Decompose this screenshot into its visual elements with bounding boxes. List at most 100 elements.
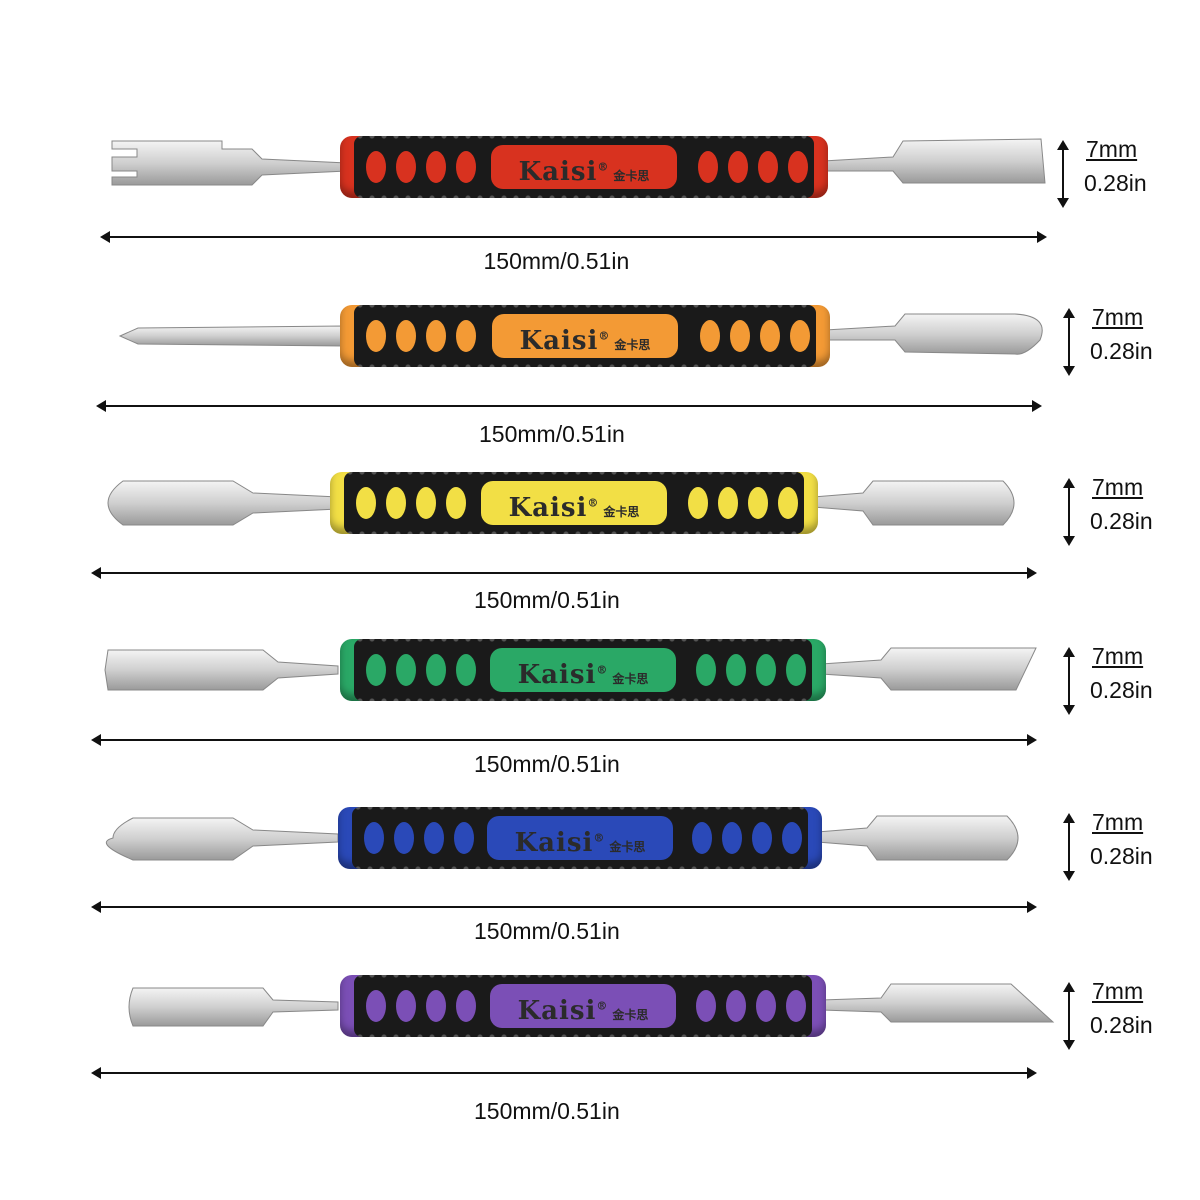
logo-pill: Kaisi®金卡思 [491,145,677,189]
grip-oval [728,151,748,183]
grip-oval [454,822,474,854]
length-label: 150mm/0.51in [474,1098,620,1124]
length-label: 150mm/0.51in [474,587,620,613]
tool-handle: Kaisi®金卡思 [340,975,826,1037]
logo-pill: Kaisi®金卡思 [481,481,667,525]
tool-row: Kaisi®金卡思 150mm/0.51in 7mm 0.28in [0,463,1200,633]
width-arrow [1057,140,1069,208]
brand-logo: Kaisi® [517,995,609,1026]
brand-chinese: 金卡思 [612,671,649,686]
grip-oval [426,151,446,183]
grip-oval [692,822,712,854]
length-arrow [91,734,1037,746]
left-tip [105,817,339,861]
grip-oval [456,654,476,686]
width-mm-label: 7mm [1092,474,1144,500]
grip-oval [726,654,746,686]
right-tip [821,647,1037,691]
width-arrow [1063,308,1075,376]
grip-oval [366,151,386,183]
width-in-label: 0.28in [1084,170,1147,196]
right-tip [813,480,1015,526]
length-arrow [91,901,1037,913]
grip-oval [356,487,376,519]
grip-oval [688,487,708,519]
tool-row: Kaisi®金卡思 150mm/0.51in 7mm 0.28in [0,630,1200,800]
tool-row: Kaisi®金卡思 150mm/0.51in 7mm 0.28in [0,127,1200,297]
grip-oval [696,990,716,1022]
grip-oval [416,487,436,519]
grip-oval [456,151,476,183]
brand-logo: Kaisi® [517,659,609,690]
right-tip [825,313,1043,355]
brand-chinese: 金卡思 [613,168,650,183]
grip-oval [756,654,776,686]
width-arrow [1063,813,1075,881]
tool-handle: Kaisi®金卡思 [330,472,818,534]
grip-oval [698,151,718,183]
brand-chinese: 金卡思 [609,839,646,854]
length-label: 150mm/0.51in [474,751,620,777]
width-arrow [1063,478,1075,546]
logo-pill: Kaisi®金卡思 [487,816,673,860]
grip-oval [790,320,810,352]
width-in-label: 0.28in [1090,677,1153,703]
grip-oval [752,822,772,854]
grip-oval [726,990,746,1022]
width-mm-label: 7mm [1092,809,1144,835]
left-tip [128,987,339,1027]
grip-oval [786,654,806,686]
grip-oval [782,822,802,854]
grip-oval [748,487,768,519]
brand-chinese: 金卡思 [603,504,640,519]
grip-oval [394,822,414,854]
grip-oval [426,320,446,352]
tool-handle: Kaisi®金卡思 [338,807,822,869]
width-arrow [1063,647,1075,715]
width-in-label: 0.28in [1090,338,1153,364]
logo-pill: Kaisi®金卡思 [490,984,676,1028]
length-label: 150mm/0.51in [483,248,630,274]
width-mm-label: 7mm [1092,643,1144,669]
brand-chinese: 金卡思 [614,337,651,352]
left-tip [111,140,348,186]
left-tip [104,649,339,691]
width-arrow [1063,982,1075,1050]
tool-row: Kaisi®金卡思 150mm/0.51in 7mm 0.28in [0,966,1200,1136]
grip-oval [426,654,446,686]
grip-oval [756,990,776,1022]
left-tip [118,325,344,347]
length-arrow [100,231,1047,243]
grip-oval [700,320,720,352]
grip-oval [396,151,416,183]
length-arrow [91,567,1037,579]
grip-oval [366,320,386,352]
width-mm-label: 7mm [1092,978,1144,1004]
right-tip [823,138,1046,184]
grip-oval [722,822,742,854]
grip-oval [758,151,778,183]
grip-oval [456,320,476,352]
tool-handle: Kaisi®金卡思 [340,136,828,198]
logo-pill: Kaisi®金卡思 [492,314,678,358]
width-in-label: 0.28in [1090,843,1153,869]
length-arrow [91,1067,1037,1079]
grip-oval [396,320,416,352]
width-in-label: 0.28in [1090,508,1153,534]
length-arrow [96,400,1042,412]
right-tip [817,815,1019,861]
grip-oval [778,487,798,519]
grip-oval [364,822,384,854]
grip-oval [696,654,716,686]
left-tip [107,480,339,526]
right-tip [821,983,1055,1023]
tool-handle: Kaisi®金卡思 [340,639,826,701]
grip-oval [760,320,780,352]
grip-oval [396,654,416,686]
logo-pill: Kaisi®金卡思 [490,648,676,692]
width-mm-label: 7mm [1086,136,1138,162]
tool-row: Kaisi®金卡思 150mm/0.51in 7mm 0.28in [0,798,1200,968]
grip-oval [730,320,750,352]
grip-oval [786,990,806,1022]
grip-oval [446,487,466,519]
